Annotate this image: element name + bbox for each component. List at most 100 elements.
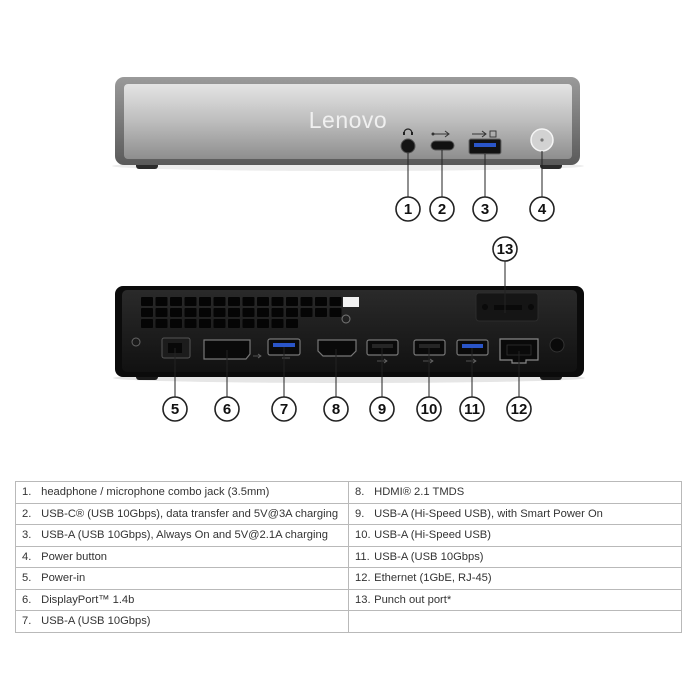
legend-cell: 12. Ethernet (1GbE, RJ-45)	[348, 567, 682, 590]
vent-slot	[257, 319, 269, 328]
vent-slot	[329, 297, 342, 306]
legend-cell: 11. USB-A (USB 10Gbps)	[348, 545, 682, 568]
vent-slot	[184, 319, 197, 328]
legend-cell: 13. Punch out port*	[348, 588, 682, 611]
vent-slot	[257, 297, 269, 306]
vent-slot	[315, 308, 327, 317]
callout-9: 9	[369, 396, 395, 422]
vent-slot	[155, 308, 168, 317]
vent-slot	[242, 297, 255, 306]
legend-number: 7.	[22, 615, 32, 628]
front-view: Lenovo	[112, 77, 584, 197]
vent-slot	[286, 308, 298, 317]
vent-slot	[300, 297, 313, 306]
port-legend-table: 1. headphone / microphone combo jack (3.…	[15, 481, 682, 633]
legend-text: Power-in	[38, 572, 86, 585]
vent-slot	[315, 297, 327, 306]
legend-number: 13.	[355, 593, 371, 606]
legend-number: 5.	[22, 572, 32, 585]
usb-a-icon	[472, 130, 497, 138]
svg-text:13: 13	[497, 241, 514, 258]
legend-text: Power button	[38, 550, 108, 563]
legend-text: Punch out port*	[371, 593, 452, 606]
callout-7: 7	[271, 396, 297, 422]
vent-slot	[184, 297, 197, 306]
legend-text: Ethernet (1GbE, RJ-45)	[371, 572, 492, 585]
vent-slot	[141, 297, 153, 306]
vent-slot	[257, 308, 269, 317]
svg-text:11: 11	[464, 401, 480, 418]
legend-cell: 6. DisplayPort™ 1.4b	[15, 588, 349, 611]
displayport-port	[203, 339, 251, 360]
legend-row: 1. headphone / microphone combo jack (3.…	[15, 481, 682, 504]
legend-number: 11.	[355, 550, 370, 563]
vent-slot	[155, 319, 168, 328]
legend-cell: 4. Power button	[15, 545, 349, 568]
vent-slot	[141, 308, 153, 317]
vent-slot	[141, 319, 153, 328]
legend-text: USB-A (USB 10Gbps)	[38, 615, 151, 628]
vent-slot	[271, 319, 284, 328]
vent-slot	[170, 319, 182, 328]
vent-slot	[228, 297, 240, 306]
legend-text: USB-A (USB 10Gbps)	[371, 550, 484, 563]
vent-slot	[300, 308, 313, 317]
usb-c-icon	[431, 130, 450, 138]
legend-cell: 9. USB-A (Hi-Speed USB), with Smart Powe…	[348, 502, 682, 525]
svg-text:8: 8	[332, 401, 340, 418]
vent-slot	[286, 319, 298, 328]
legend-text: USB-A (USB 10Gbps), Always On and 5V@2.1…	[38, 529, 328, 542]
legend-number: 1.	[22, 486, 32, 499]
vent-slot	[184, 308, 197, 317]
svg-text:9: 9	[378, 401, 386, 418]
legend-text: HDMI® 2.1 TMDS	[371, 486, 465, 499]
legend-text: USB-A (Hi-Speed USB), with Smart Power O…	[371, 507, 603, 520]
usb-c-port	[430, 140, 455, 151]
svg-text:10: 10	[421, 401, 438, 418]
vent-slot	[213, 297, 226, 306]
callout-3: 3	[472, 196, 498, 222]
legend-cell: 5. Power-in	[15, 567, 349, 590]
legend-text: DisplayPort™ 1.4b	[38, 593, 135, 606]
vent-slot	[271, 308, 284, 317]
callout-6: 6	[214, 396, 240, 422]
vent-slot	[213, 308, 226, 317]
callout-10: 10	[416, 396, 442, 422]
vent-slot	[242, 308, 255, 317]
legend-number: 4.	[22, 550, 32, 563]
vent-slot	[199, 297, 211, 306]
vent-slot	[199, 319, 211, 328]
vent-slot	[199, 308, 211, 317]
callout-5: 5	[162, 396, 188, 422]
legend-number: 8.	[355, 486, 365, 499]
legend-text: headphone / microphone combo jack (3.5mm…	[38, 486, 270, 499]
vent-slot	[213, 319, 226, 328]
vent-slot	[170, 308, 182, 317]
legend-cell: 2. USB-C® (USB 10Gbps), data transfer an…	[15, 502, 349, 525]
vent-slot	[228, 308, 240, 317]
legend-row: 7. USB-A (USB 10Gbps)	[15, 610, 682, 633]
legend-number: 12.	[355, 572, 371, 585]
kensington-lock-slot	[549, 337, 565, 353]
legend-cell: 3. USB-A (USB 10Gbps), Always On and 5V@…	[15, 524, 349, 547]
callout-11: 11	[459, 396, 485, 422]
svg-text:1: 1	[404, 201, 412, 218]
vent-slot	[286, 297, 298, 306]
legend-number: 6.	[22, 593, 32, 606]
headphone-icon	[403, 128, 413, 135]
lenovo-logo: Lenovo	[309, 107, 387, 133]
callout-12: 12	[506, 396, 532, 422]
vent-slot	[170, 297, 182, 306]
callout-13: 13	[492, 236, 518, 262]
vent-slot	[271, 297, 284, 306]
legend-cell: 8. HDMI® 2.1 TMDS	[348, 481, 682, 504]
callout-1: 1	[395, 196, 421, 222]
legend-cell: 1. headphone / microphone combo jack (3.…	[15, 481, 349, 504]
legend-number: 2.	[22, 507, 32, 520]
product-illustration: Lenovo	[112, 77, 585, 422]
vent-slot	[242, 319, 255, 328]
svg-text:12: 12	[511, 401, 528, 418]
callout-2: 2	[429, 196, 455, 222]
vent-slot	[329, 308, 342, 317]
